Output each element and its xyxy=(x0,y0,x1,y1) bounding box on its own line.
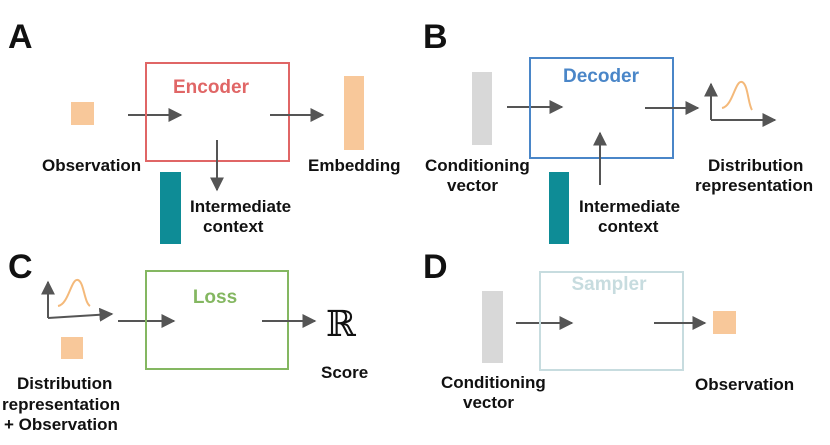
observation-label: Observation xyxy=(42,156,141,175)
context-label-line1: Intermediate xyxy=(579,197,680,216)
context-label-line2: context xyxy=(598,217,659,236)
distribution-label-line2: representation xyxy=(695,176,813,195)
decoder-title: Decoder xyxy=(563,66,640,87)
sampler-box xyxy=(539,271,684,371)
panel-c: C Distribution representation + Observat… xyxy=(2,248,368,434)
distribution-plot-icon xyxy=(704,81,777,127)
conditioning-label-line1: Conditioning xyxy=(441,373,546,392)
conditioning-label-line1: Conditioning xyxy=(425,156,530,175)
panel-a: A Observation Encoder Embedding Intermed… xyxy=(8,18,401,244)
distribution-plot-icon xyxy=(41,279,114,322)
loss-title: Loss xyxy=(193,287,237,308)
context-bar xyxy=(160,172,181,244)
conditioning-vector-bar xyxy=(472,72,492,145)
panel-b: B Conditioning vector Decoder Distributi… xyxy=(423,18,813,244)
embedding-label: Embedding xyxy=(308,156,401,175)
input-label-line1: Distribution xyxy=(17,374,112,393)
observation-square xyxy=(61,337,83,359)
encoder-title: Encoder xyxy=(173,77,250,98)
embedding-bar xyxy=(344,76,364,150)
observation-label: Observation xyxy=(695,375,794,394)
distribution-label-line1: Distribution xyxy=(708,156,803,175)
panel-letter-a: A xyxy=(8,18,33,56)
conditioning-vector-bar xyxy=(482,291,503,363)
conditioning-label-line2: vector xyxy=(447,176,498,195)
score-label: Score xyxy=(321,363,368,382)
panel-letter-c: C xyxy=(8,248,33,286)
input-label-line2: representation xyxy=(2,395,120,414)
observation-square xyxy=(713,311,736,334)
conditioning-label-line2: vector xyxy=(463,393,514,412)
panel-letter-b: B xyxy=(423,18,448,56)
sampler-title: Sampler xyxy=(572,274,648,295)
input-label-line3: + Observation xyxy=(4,415,118,434)
observation-square xyxy=(71,102,94,125)
context-label-line2: context xyxy=(203,217,264,236)
panel-letter-d: D xyxy=(423,248,448,286)
context-bar xyxy=(549,172,569,244)
panel-d: D Conditioning vector Sampler Observatio… xyxy=(423,248,794,412)
reals-symbol: ℝ xyxy=(326,304,357,345)
context-label-line1: Intermediate xyxy=(190,197,291,216)
